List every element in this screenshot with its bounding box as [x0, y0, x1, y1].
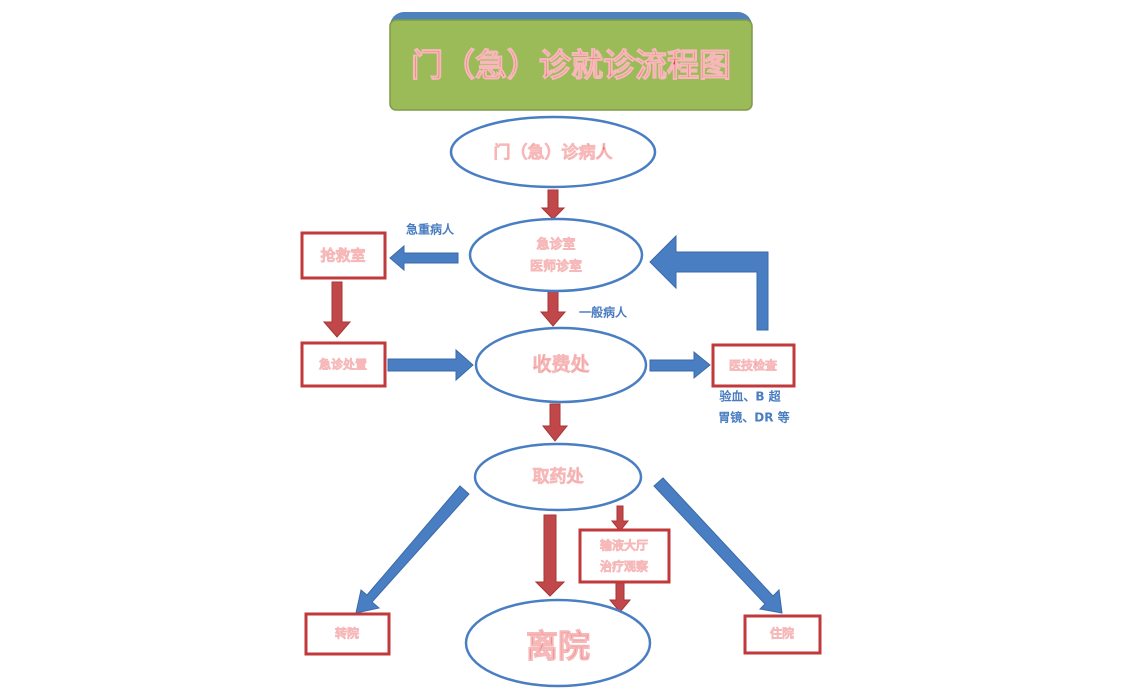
arrow-patient-to-er [540, 189, 566, 220]
node-pharmacy: 取药处 [473, 442, 643, 512]
arrow-er-to-rescue [389, 244, 459, 272]
node-rescue-label: 抢救室 [320, 247, 365, 265]
title-banner: 门（急）诊就诊流程图 [389, 12, 753, 111]
note-tests-1: 验血、B 超 [719, 389, 781, 404]
arrow-pharmacy-to-infusion [610, 505, 630, 532]
node-hospitalize-label: 住院 [770, 626, 794, 641]
node-patient-label: 门（急）诊病人 [494, 142, 614, 163]
arrow-infusion-to-discharge [608, 582, 632, 613]
node-emergency-treatment: 急诊处置 [300, 341, 387, 388]
arrow-tech-to-er [649, 234, 769, 331]
node-treatment-label: 急诊处置 [319, 357, 367, 372]
node-hospitalize: 住院 [743, 614, 822, 655]
arrow-pharmacy-to-hospitalize [653, 477, 783, 614]
note-general-patients: 一般病人 [579, 305, 628, 320]
node-medical-tech: 医技检查 [711, 343, 796, 388]
node-pharmacy-label: 取药处 [533, 466, 585, 487]
arrow-rescue-to-treatment [322, 281, 352, 338]
note-critical-patients: 急重病人 [406, 222, 455, 237]
arrow-pharmacy-to-transfer [355, 485, 470, 614]
page-title: 门（急）诊就诊流程图 [411, 46, 731, 84]
node-infusion: 输液大厅 治疗观察 [578, 528, 671, 584]
arrow-pharmacy-to-discharge [534, 514, 566, 597]
node-er-label-2: 医师诊室 [530, 259, 582, 275]
arrow-cashier-to-pharmacy [541, 403, 569, 442]
node-discharge: 离院 [464, 598, 652, 688]
node-transfer-label: 转院 [335, 626, 359, 641]
arrow-cashier-to-tech [649, 350, 711, 380]
arrow-treatment-to-cashier [387, 348, 474, 382]
node-cashier-label: 收费处 [532, 353, 590, 376]
node-rescue-room: 抢救室 [300, 231, 387, 280]
title-banner-front [389, 19, 753, 111]
node-discharge-label: 离院 [526, 627, 590, 665]
node-tech-label: 医技检查 [729, 358, 778, 373]
note-tests-2: 胃镜、DR 等 [718, 410, 789, 425]
node-patient: 门（急）诊病人 [449, 115, 657, 189]
node-cashier: 收费处 [474, 326, 648, 404]
node-transfer: 转院 [304, 612, 391, 656]
arrow-er-to-cashier [539, 290, 567, 327]
node-infusion-label-1: 输液大厅 [600, 538, 648, 553]
node-emergency-room: 急诊室 医师诊室 [468, 217, 644, 293]
node-infusion-label-2: 治疗观察 [600, 559, 649, 574]
node-er-label-1: 急诊室 [536, 237, 575, 253]
